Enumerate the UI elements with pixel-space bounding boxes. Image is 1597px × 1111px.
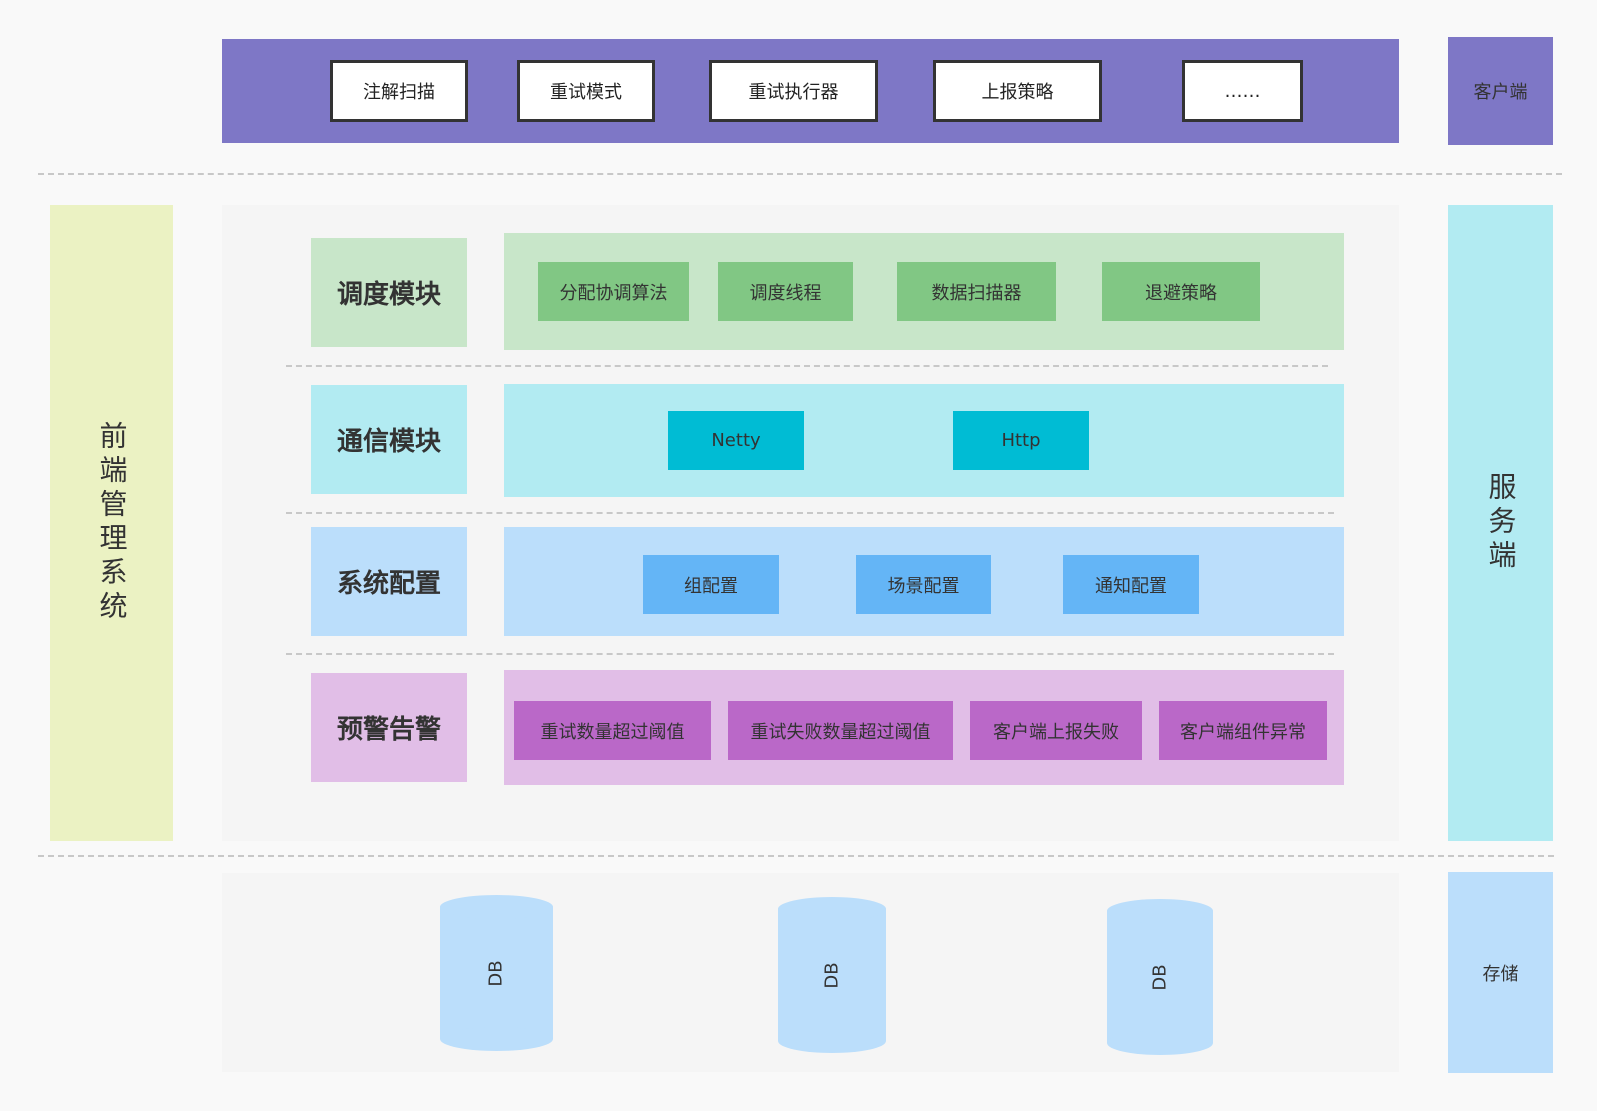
client-item-retry-mode: 重试模式 — [517, 60, 655, 122]
divider-server-storage — [38, 855, 1554, 857]
module-alert-label: 预警告警 — [311, 673, 467, 782]
schedule-item-allocation-algorithm: 分配协调算法 — [538, 262, 689, 321]
comm-item-netty: Netty — [668, 411, 804, 470]
storage-side-label: 存储 — [1448, 872, 1553, 1073]
module-comm-label: 通信模块 — [311, 385, 467, 494]
divider-module-3 — [286, 653, 1334, 655]
client-side-label: 客户端 — [1448, 37, 1553, 145]
database-label: DB — [821, 961, 843, 989]
divider-module-2 — [286, 512, 1334, 514]
divider-client-server — [38, 173, 1562, 175]
schedule-item-data-scanner: 数据扫描器 — [897, 262, 1056, 321]
module-config-label: 系统配置 — [311, 527, 467, 636]
schedule-item-backoff-strategy: 退避策略 — [1102, 262, 1260, 321]
database-cylinder-icon — [778, 897, 886, 1053]
config-item-scene: 场景配置 — [856, 555, 991, 614]
alert-item-client-report-fail: 客户端上报失败 — [970, 701, 1142, 760]
frontend-label: 前端管理系统 — [95, 421, 129, 625]
alert-item-retry-fail-count: 重试失败数量超过阈值 — [728, 701, 953, 760]
alert-item-retry-count: 重试数量超过阈值 — [514, 701, 711, 760]
alert-item-client-component-error: 客户端组件异常 — [1159, 701, 1327, 760]
config-item-group: 组配置 — [643, 555, 779, 614]
database-cylinder-icon — [1107, 899, 1213, 1055]
client-item-retry-executor: 重试执行器 — [709, 60, 878, 122]
client-item-report-strategy: 上报策略 — [933, 60, 1102, 122]
database-label: DB — [486, 959, 507, 987]
divider-module-1 — [286, 365, 1328, 367]
client-item-more: …… — [1182, 60, 1303, 122]
database-label: DB — [1149, 963, 1171, 991]
database-2: DB — [778, 897, 886, 1053]
module-comm-body — [504, 384, 1344, 497]
schedule-item-scheduler-thread: 调度线程 — [718, 262, 853, 321]
comm-item-http: Http — [953, 411, 1089, 470]
config-item-notify: 通知配置 — [1063, 555, 1199, 614]
server-side-panel: 服务端 — [1448, 205, 1553, 841]
client-item-annotation-scan: 注解扫描 — [330, 60, 468, 122]
database-1: DB — [440, 895, 553, 1051]
database-cylinder-icon — [440, 895, 553, 1051]
module-schedule-label: 调度模块 — [311, 238, 467, 347]
server-side-label: 服务端 — [1484, 472, 1518, 574]
frontend-panel: 前端管理系统 — [50, 205, 173, 841]
database-3: DB — [1107, 899, 1213, 1055]
